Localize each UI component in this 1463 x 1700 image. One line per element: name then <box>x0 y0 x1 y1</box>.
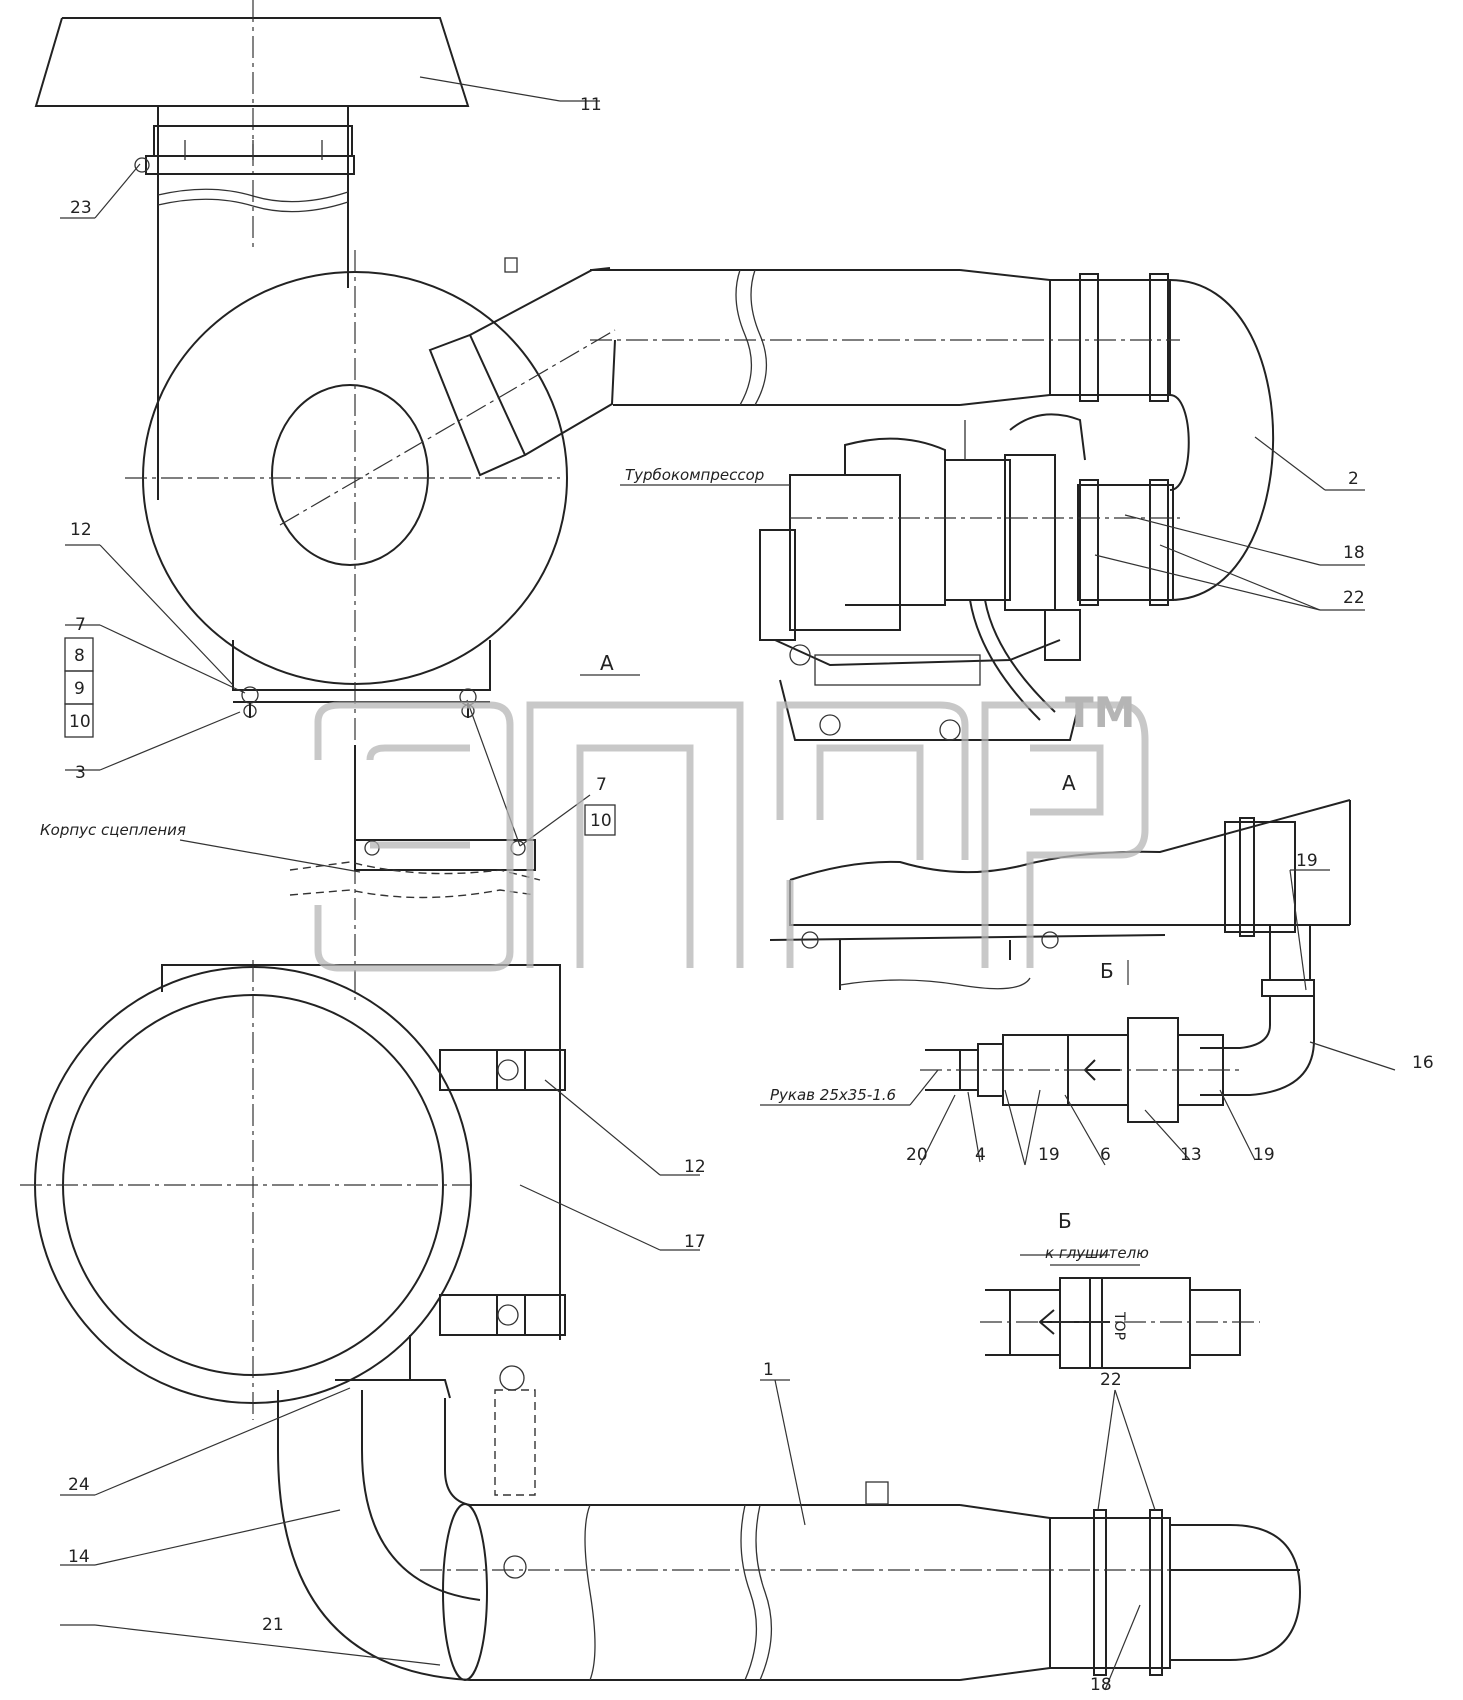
leader-lines <box>60 76 1396 1691</box>
callout-18-lower: 18 <box>1090 1675 1112 1695</box>
view-a <box>769 799 1351 1123</box>
section-b-title: Б <box>1058 1209 1072 1233</box>
intake-cap <box>34 0 470 500</box>
callout-18-upper: 18 <box>1343 543 1365 563</box>
callout-9: 9 <box>74 679 85 699</box>
callout-2: 2 <box>1348 469 1359 489</box>
callout-12-lower: 12 <box>684 1157 706 1177</box>
watermark-logo: TM <box>314 688 1149 972</box>
callout-16: 16 <box>1412 1053 1434 1073</box>
label-to-muffler: к глушителю <box>1045 1244 1149 1262</box>
callout-1: 1 <box>763 1360 774 1380</box>
callout-17: 17 <box>684 1232 706 1252</box>
lower-pipe <box>277 1390 1302 1681</box>
callout-24: 24 <box>68 1475 90 1495</box>
callout-7-upper: 7 <box>75 615 86 635</box>
turbocharger <box>759 413 1180 741</box>
section-b-cut-label: Б <box>1100 959 1114 983</box>
mounting-bracket <box>289 745 541 899</box>
callout-6: 6 <box>1100 1145 1111 1165</box>
callout-23: 23 <box>70 198 92 218</box>
view-a-title: А <box>1062 771 1076 795</box>
air-cleaner-lower <box>20 960 566 1496</box>
label-clutch-housing: Корпус сцепления <box>40 821 186 839</box>
callout-12-upper: 12 <box>70 520 92 540</box>
callout-7-lower: 7 <box>596 775 607 795</box>
callout-13: 13 <box>1180 1145 1202 1165</box>
callout-10-lower: 10 <box>590 811 612 831</box>
callout-22-lower: 22 <box>1100 1370 1122 1390</box>
view-a-arrow-label: А <box>600 651 614 675</box>
callout-22-upper: 22 <box>1343 588 1365 608</box>
callout-11: 11 <box>580 95 602 115</box>
text-labels: Турбокомпрессор Корпус сцепления Рукав 2… <box>40 466 1149 1340</box>
callout-19-upper: 19 <box>1296 851 1318 871</box>
label-top: TOP <box>1111 1311 1127 1340</box>
callout-19-right: 19 <box>1253 1145 1275 1165</box>
callouts: 11 23 2 18 22 12 7 8 9 10 3 7 10 19 16 2… <box>64 95 1434 1695</box>
callout-20: 20 <box>906 1145 928 1165</box>
section-b <box>980 1254 1260 1369</box>
callout-21: 21 <box>262 1615 284 1635</box>
label-turbocharger: Турбокомпрессор <box>625 466 764 484</box>
callout-10-upper: 10 <box>69 712 91 732</box>
callout-4: 4 <box>975 1145 986 1165</box>
intake-pipe-upper <box>279 257 1275 601</box>
callout-3: 3 <box>75 763 86 783</box>
callout-8: 8 <box>74 646 85 666</box>
label-hose: Рукав 25х35-1.6 <box>770 1086 896 1104</box>
callout-14: 14 <box>68 1547 90 1567</box>
air-cleaner-top <box>125 250 568 1000</box>
watermark-tm: TM <box>1065 688 1135 737</box>
callout-19-mid: 19 <box>1038 1145 1060 1165</box>
